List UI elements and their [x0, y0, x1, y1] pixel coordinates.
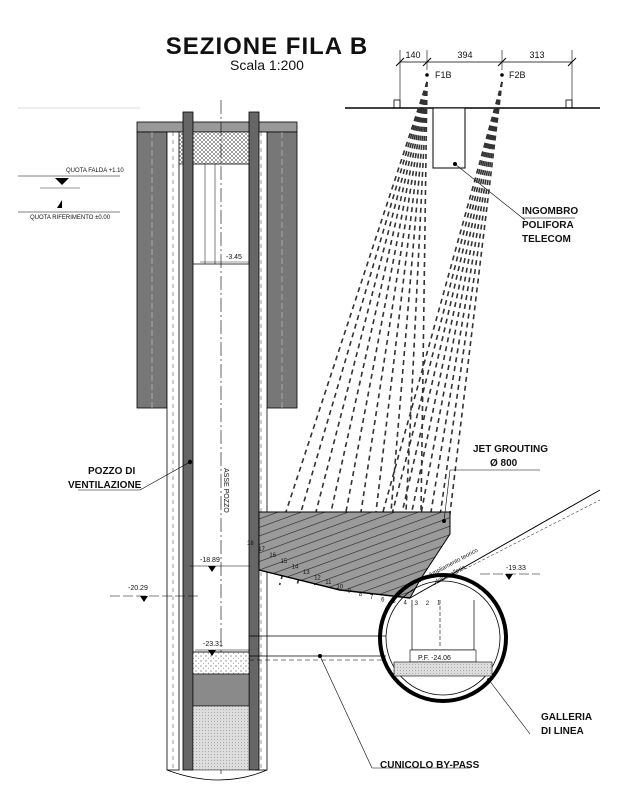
column-number: 8 [359, 592, 363, 598]
jet-column-line [377, 81, 503, 531]
level-minus-18-89: -18.89 [200, 557, 220, 564]
cunicolo-label: CUNICOLO BY-PASS [380, 760, 480, 771]
level-minus-19-33: -19.33 [506, 565, 526, 572]
jet-column-line [401, 81, 428, 586]
column-number: 6 [381, 597, 385, 603]
bypass-tunnel [249, 635, 470, 769]
annotation-labels: INGOMBRO POLIFORA TELECOM JET GROUTING Ø… [68, 206, 592, 771]
jet-column-line [384, 81, 428, 586]
column-number: 7 [370, 595, 374, 601]
jet-column-line [407, 81, 503, 531]
jet-grouting-fan-f2b [377, 81, 503, 531]
column-number: 3 [415, 601, 419, 607]
jet-column-line [296, 81, 428, 586]
jet-column-line [278, 81, 428, 586]
dimension-313: 313 [529, 50, 544, 60]
top-dimensions: 140 394 313 F1B F2B [395, 50, 577, 108]
pozzo-label-2: VENTILAZIONE [68, 480, 142, 491]
column-number: 12 [314, 575, 321, 581]
jet-grouting-block [258, 511, 451, 599]
jet-column-line [261, 81, 428, 586]
telecom-duct [432, 107, 575, 221]
jet-grouting-fan-f1b [261, 81, 428, 586]
column-number: 4 [404, 600, 408, 606]
level-minus-3-45: -3.45 [226, 254, 242, 261]
ground-surface [18, 99, 600, 109]
column-f1b-label: F1B [435, 70, 452, 80]
shaft-levels: -3.45 -18.89 -20.29 -23.31 -19.33 [110, 254, 540, 656]
jet-column-line [313, 81, 428, 586]
jet-column-line [419, 81, 428, 586]
drawing-title: SEZIONE FILA B [166, 33, 368, 60]
jet-grouting-label: JET GROUTING [473, 444, 548, 455]
polifora-label-1: INGOMBRO [522, 206, 578, 217]
drawing-scale: Scala 1:200 [230, 57, 304, 73]
shaft-bottom-fill [192, 651, 250, 771]
jet-column-line [348, 81, 428, 586]
level-markers-left: QUOTA FALDA +1.10 QUOTA RIFERIMENTO ±0.0… [18, 168, 124, 221]
pozzo-label-1: POZZO DI [88, 466, 135, 477]
column-number: 15 [281, 559, 288, 565]
jet-column-line [417, 81, 503, 531]
leaders [78, 459, 540, 522]
jet-column-line [447, 81, 503, 531]
column-numbers: 18 17 16 15 14 13 12 11 10 9 8 7 6 5 4 3 2 1 [247, 541, 441, 607]
column-number: 18 [247, 541, 254, 547]
dimension-140: 140 [405, 50, 420, 60]
shaft-lining [166, 111, 268, 781]
level-falda: QUOTA FALDA +1.10 [66, 168, 124, 174]
level-minus-20-29: -20.29 [128, 585, 148, 592]
galleria-label-1: GALLERIA [541, 712, 592, 723]
jet-column-line [397, 81, 503, 531]
shaft-axis-label: ASSE POZZO [222, 468, 229, 513]
jet-column-line [427, 81, 503, 531]
column-number: 14 [292, 565, 299, 571]
column-number: 13 [303, 570, 310, 576]
level-minus-23-31: -23.31 [203, 641, 223, 648]
polifora-label-2: POLIFORA [522, 220, 574, 231]
jet-diameter-label: Ø 800 [490, 458, 518, 469]
galleria-label-2: DI LINEA [541, 726, 584, 737]
jet-column-line [366, 81, 428, 586]
column-number: 5 [392, 599, 396, 605]
main-tunnel: P.F. -24.06 [378, 573, 531, 735]
column-number: 1 [437, 600, 441, 606]
column-number: 17 [258, 547, 265, 553]
jet-column-line [437, 81, 503, 531]
column-number: 10 [336, 585, 343, 591]
column-number: 2 [426, 601, 430, 607]
shaft-walls-upper [136, 131, 298, 409]
dimension-394: 394 [457, 50, 472, 60]
column-number: 11 [325, 580, 332, 586]
polifora-label-3: TELECOM [522, 234, 571, 245]
column-f2b-label: F2B [509, 70, 526, 80]
column-number: 16 [269, 553, 276, 559]
level-pf: P.F. -24.06 [418, 655, 451, 662]
level-riferimento: QUOTA RIFERIMENTO ±0.00 [30, 215, 111, 221]
column-number: 9 [348, 589, 352, 595]
jet-column-line [331, 81, 428, 586]
